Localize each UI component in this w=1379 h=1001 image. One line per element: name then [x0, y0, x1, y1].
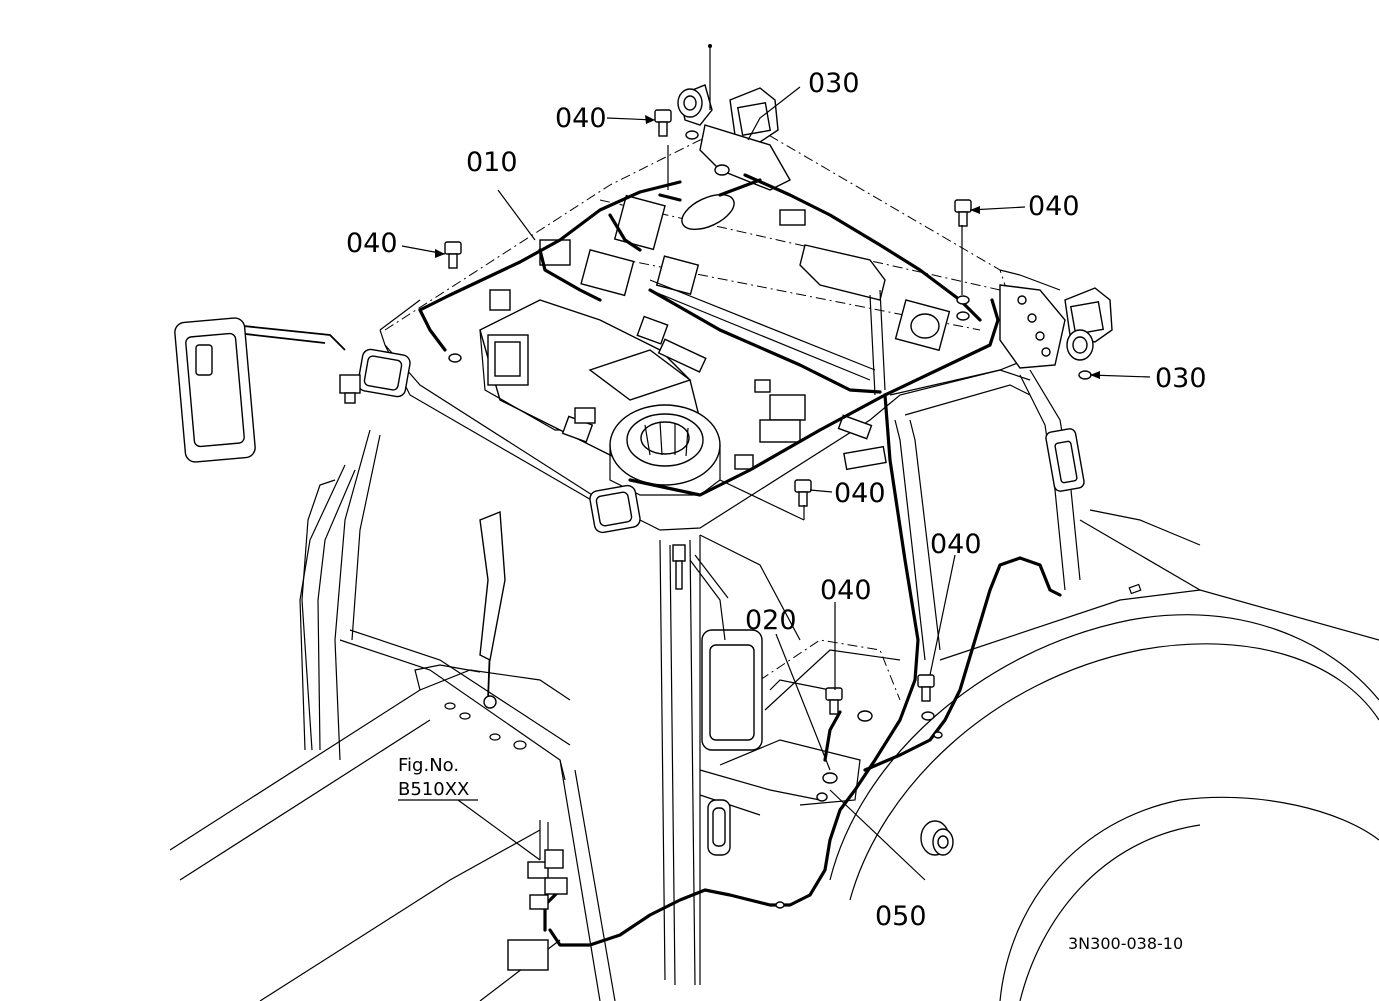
label-040-center: 040	[834, 478, 886, 509]
label-030-right: 030	[1155, 363, 1207, 394]
grommet-050	[920, 820, 954, 856]
bolt-040-lower-b	[917, 674, 935, 702]
bolt-040-center	[794, 479, 812, 507]
bolt-040-right-top	[954, 199, 972, 227]
fig-ref-line2: B510XX	[398, 779, 469, 800]
bolt-040-left	[444, 241, 462, 269]
work-lights	[357, 44, 1113, 534]
fig-ref-line1: Fig.No.	[398, 755, 459, 776]
hardware	[339, 109, 1092, 971]
cab-outline	[169, 129, 1379, 1001]
label-040-top: 040	[555, 103, 607, 134]
label-020: 020	[745, 605, 797, 636]
label-030-top: 030	[808, 68, 860, 99]
bolt-040-top	[654, 109, 672, 137]
roof-components	[479, 193, 951, 496]
label-040-right-top: 040	[1028, 191, 1080, 222]
figure-reference: Fig.No. B510XX	[398, 755, 469, 800]
wire-harness	[418, 173, 1062, 947]
label-040-lower-b: 040	[930, 529, 982, 560]
label-040-lower-a: 040	[820, 575, 872, 606]
bolt-040-lower-a	[825, 687, 843, 715]
leader-lines	[398, 86, 1151, 881]
part-labels: 010 020 030 030 040 040 040 040 040 040 …	[346, 68, 1207, 932]
drawing-code: 3N300-038-10	[1068, 934, 1183, 953]
label-050: 050	[875, 901, 927, 932]
label-040-left: 040	[346, 228, 398, 259]
label-010: 010	[466, 147, 518, 178]
